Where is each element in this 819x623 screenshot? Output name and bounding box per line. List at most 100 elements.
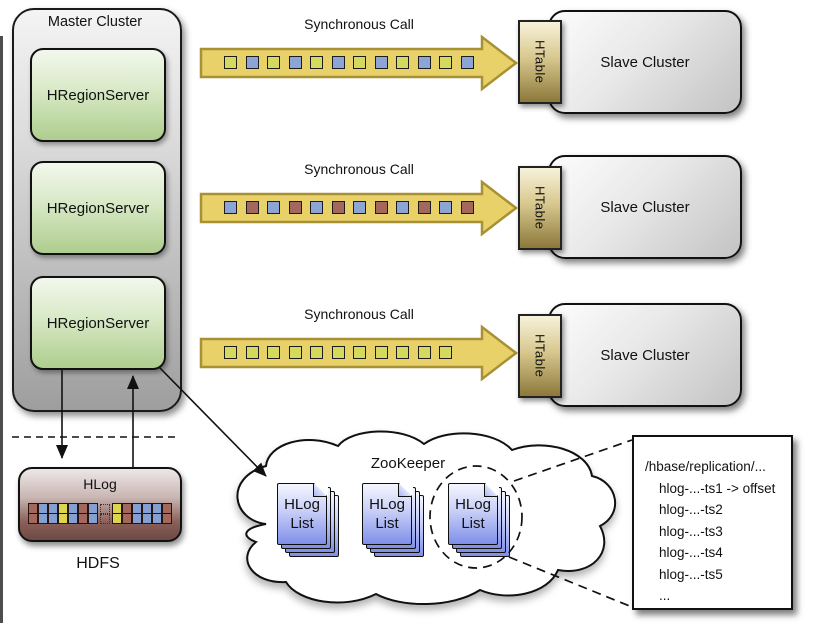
znode-line: hlog-...-ts3 <box>659 523 723 539</box>
hlog-cell <box>48 513 58 524</box>
replication-edit-square <box>460 201 474 214</box>
hlog-cell <box>112 513 122 524</box>
hregionserver-box-1: HRegionServer <box>30 48 166 142</box>
hlog-cell <box>132 513 142 524</box>
sync-arrow-1: Synchronous Call <box>198 16 520 94</box>
replication-edit-square <box>353 201 366 214</box>
hlog-box: HLog <box>18 467 182 542</box>
replication-edit-square <box>310 346 323 359</box>
replication-edit-square <box>439 346 452 359</box>
slave-cluster-label: Slave Cluster <box>600 346 690 364</box>
replication-edit-square <box>331 201 345 214</box>
hlog-cell <box>88 513 98 524</box>
page-fold-icon <box>313 484 326 497</box>
sync-arrow-2: Synchronous Call <box>198 161 520 239</box>
page-fold-icon <box>398 484 411 497</box>
replication-edit-square <box>439 201 452 214</box>
sync-arrow-label: Synchronous Call <box>304 306 414 322</box>
hlog-list-text: HLog <box>284 496 320 513</box>
znode-line: /hbase/replication/... <box>645 459 766 474</box>
htable-tab-label: HTable <box>532 334 548 378</box>
replication-edit-square <box>224 346 237 359</box>
replication-edit-square <box>374 56 388 69</box>
replication-edit-square <box>396 201 409 214</box>
replication-edit-square <box>267 56 280 69</box>
hlog-cell <box>68 513 78 524</box>
zoom-link-line-bottom <box>508 556 633 608</box>
htable-tab-2: HTable <box>518 166 562 250</box>
hlog-cell-strip <box>28 503 172 524</box>
replication-edit-square <box>288 56 302 69</box>
hlog-cell-gap <box>100 503 110 514</box>
znode-line: hlog-...-ts1 -> offset <box>659 480 776 496</box>
replication-edit-square <box>267 201 280 214</box>
zookeeper-label: ZooKeeper <box>370 455 446 472</box>
htable-tab-label: HTable <box>532 40 548 84</box>
hlog-cell-row <box>28 513 172 524</box>
sync-arrow-label: Synchronous Call <box>304 161 414 177</box>
replication-edit-square <box>267 346 280 359</box>
sync-arrow-3: Synchronous Call <box>198 306 520 384</box>
slave-cluster-box-1: Slave Cluster <box>548 10 742 114</box>
replication-edit-square <box>353 56 366 69</box>
replication-edit-square <box>310 201 323 214</box>
htable-tab-1: HTable <box>518 20 562 104</box>
page-fold-icon <box>484 484 497 497</box>
hlog-cell <box>152 513 162 524</box>
hregionserver-label: HRegionServer <box>46 314 150 332</box>
replication-edit-square <box>353 346 366 359</box>
zoom-link-line-top <box>513 439 633 482</box>
hlog-cell <box>122 513 132 524</box>
hregionserver-label: HRegionServer <box>46 86 150 104</box>
hregionserver-label: HRegionServer <box>46 199 150 217</box>
replication-edit-square <box>374 346 388 359</box>
znode-box: /hbase/replication/... hlog-...-ts1 -> of… <box>632 435 793 610</box>
hlog-list-text: HLog <box>369 496 405 513</box>
hlog-list-text: HLog <box>455 496 491 513</box>
hlog-cell <box>58 513 68 524</box>
slave-cluster-box-2: Slave Cluster <box>548 155 742 259</box>
htable-tab-label: HTable <box>532 186 548 230</box>
replication-edit-square <box>224 56 237 69</box>
replication-edit-square <box>331 346 345 359</box>
htable-tab-3: HTable <box>518 314 562 398</box>
znode-line: hlog-...-ts5 <box>659 566 723 582</box>
hlog-cell <box>78 513 88 524</box>
znode-line: ... <box>659 588 671 603</box>
replication-edit-square <box>245 56 259 69</box>
sync-arrow-label: Synchronous Call <box>304 16 414 32</box>
replication-edit-square <box>417 56 431 69</box>
replication-edit-square <box>288 346 302 359</box>
hlog-list-text: List <box>375 515 399 532</box>
replication-edit-square <box>245 346 259 359</box>
replication-edit-square <box>396 56 409 69</box>
znode-line: hlog-...-ts4 <box>659 545 723 560</box>
slave-cluster-label: Slave Cluster <box>600 198 690 216</box>
replication-edit-square <box>374 201 388 214</box>
replication-edit-square <box>417 346 431 359</box>
replication-edit-square <box>460 56 474 69</box>
hregionserver-box-3: HRegionServer <box>30 276 166 370</box>
slave-cluster-box-3: Slave Cluster <box>548 303 742 407</box>
replication-edit-square <box>245 201 259 214</box>
hlog-cell <box>142 513 152 524</box>
hlog-list-text: List <box>461 515 485 532</box>
hlog-cell <box>38 513 48 524</box>
master-cluster-title: Master Cluster <box>47 14 143 30</box>
slave-cluster-label: Slave Cluster <box>600 53 690 71</box>
replication-edit-square <box>396 346 409 359</box>
hlog-cell <box>162 513 172 524</box>
left-screen-edge <box>0 36 3 623</box>
replication-edit-square <box>224 201 237 214</box>
replication-edit-square <box>331 56 345 69</box>
replication-edit-square <box>417 201 431 214</box>
hlog-cell <box>28 513 38 524</box>
replication-edit-square <box>288 201 302 214</box>
